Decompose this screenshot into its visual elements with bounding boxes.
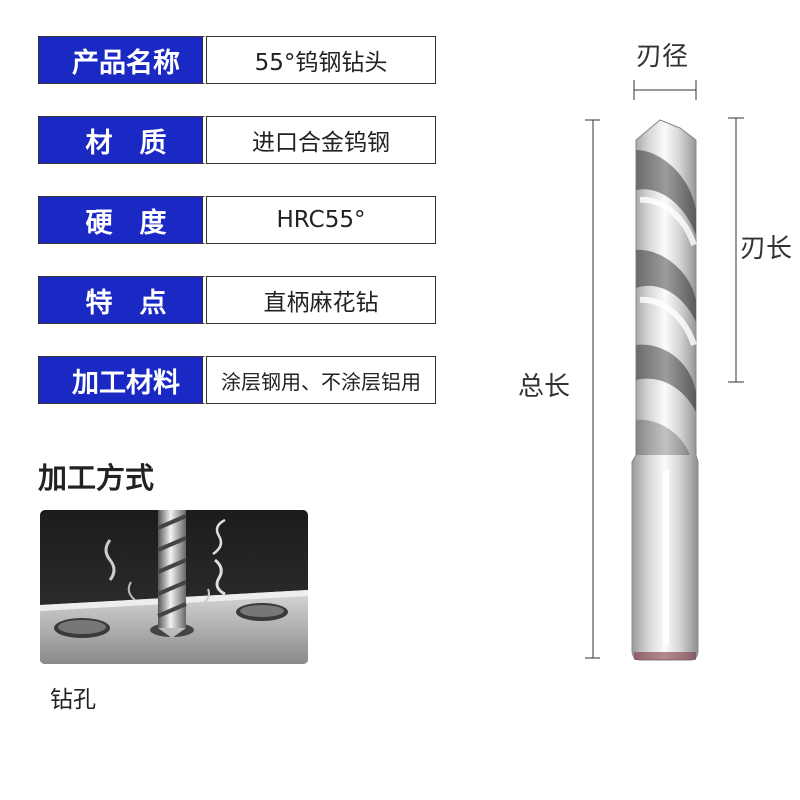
spec-label: 加工材料 (38, 356, 206, 404)
spec-label: 特 点 (38, 276, 206, 324)
spec-label: 产品名称 (38, 36, 206, 84)
spec-row-material: 材 质 进口合金钨钢 (38, 116, 436, 164)
spec-row-hardness: 硬 度 HRC55° (38, 196, 436, 244)
spec-row-work-material: 加工材料 涂层钢用、不涂层铝用 (38, 356, 436, 404)
spec-row-product-name: 产品名称 55°钨钢钻头 (38, 36, 436, 84)
blade-diameter-label: 刃径 (636, 42, 689, 72)
spec-value: 55°钨钢钻头 (206, 36, 436, 84)
total-length-label: 总长 (518, 372, 571, 402)
drilling-photo (40, 510, 308, 664)
processing-caption: 钻孔 (50, 687, 96, 713)
spec-label: 硬 度 (38, 196, 206, 244)
spec-label: 材 质 (38, 116, 206, 164)
spec-value: HRC55° (206, 196, 436, 244)
spec-value: 直柄麻花钻 (206, 276, 436, 324)
spec-value: 涂层钢用、不涂层铝用 (206, 356, 436, 404)
spec-row-feature: 特 点 直柄麻花钻 (38, 276, 436, 324)
blade-length-label: 刃长 (740, 234, 793, 264)
spec-value: 进口合金钨钢 (206, 116, 436, 164)
processing-title: 加工方式 (38, 461, 155, 495)
